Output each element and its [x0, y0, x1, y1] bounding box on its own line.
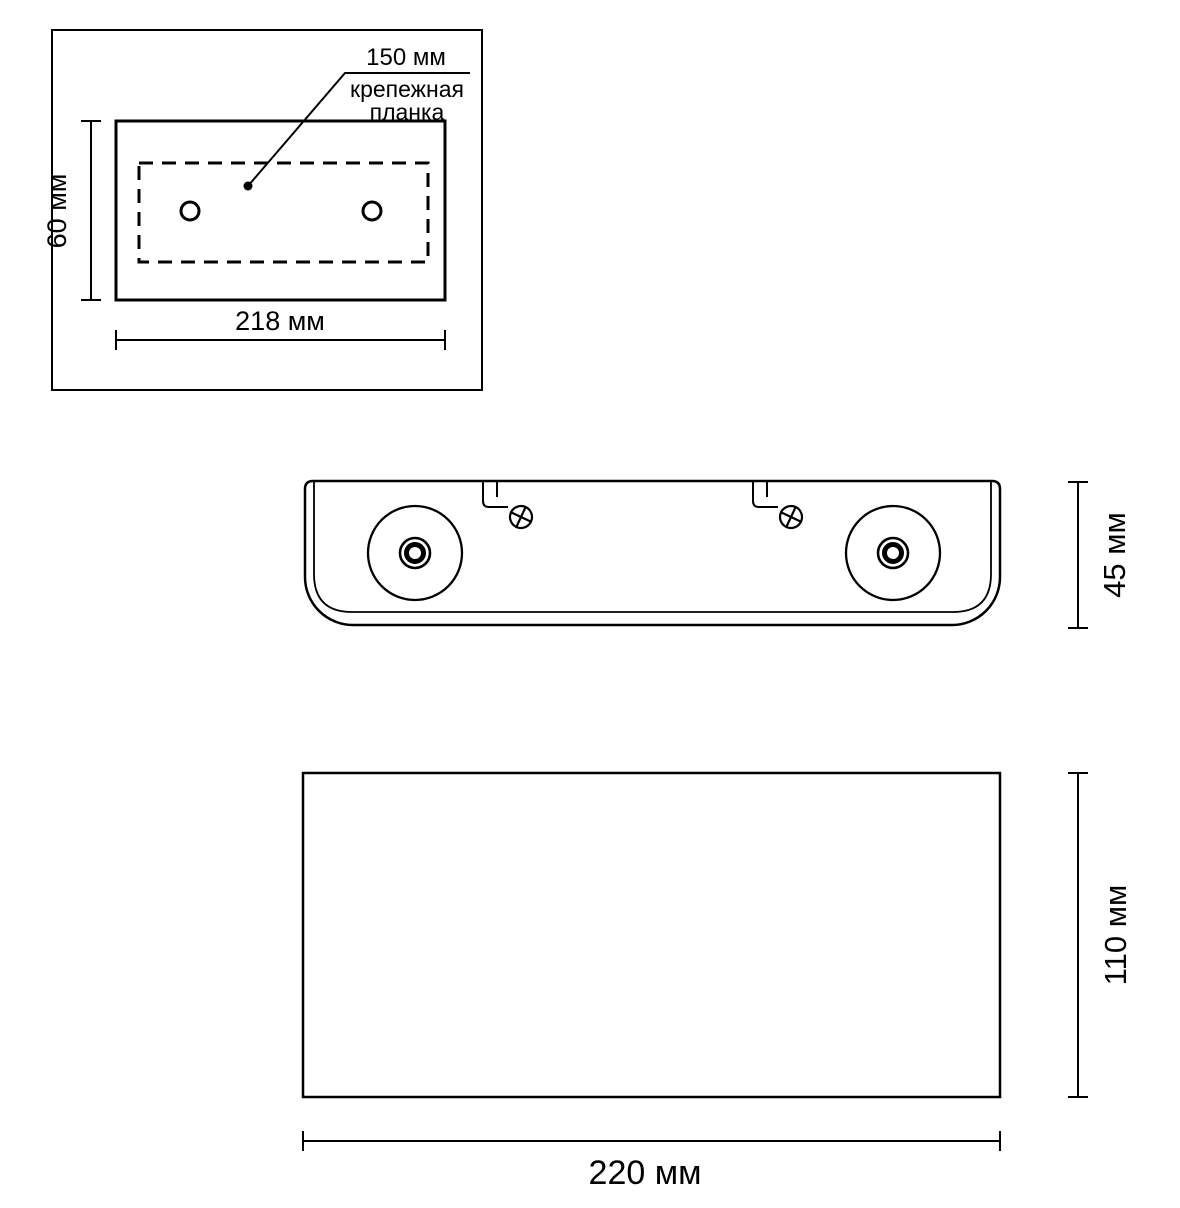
mounting-hole-right [361, 200, 383, 222]
mounting-hole-left [179, 200, 201, 222]
mount-tab-outline [482, 481, 508, 508]
lens-outer [844, 504, 942, 602]
mount-tab-left [482, 481, 508, 508]
screw-left [508, 504, 534, 530]
front-height-label: 110 мм [1098, 885, 1133, 986]
dimension-plate-height: 60 мм [42, 120, 101, 301]
screw-slot-icon [514, 505, 528, 529]
plate-callout: 150 мм крепежная планка [243, 44, 470, 191]
mount-tab-outline [752, 481, 778, 508]
hole-spacing-label: 150 мм [366, 44, 446, 71]
mounting-bracket-dashed-outline [137, 161, 430, 264]
light-element-left [366, 504, 464, 602]
screw-slot-icon [784, 505, 798, 529]
fixture-inner-wall [313, 481, 992, 613]
leader-line [247, 72, 470, 187]
plate-height-label: 60 мм [42, 174, 72, 249]
fixture-body-outline [303, 479, 1002, 627]
front-width-label: 220 мм [589, 1154, 702, 1192]
back-plate-outline [114, 119, 447, 302]
mounting-view: 150 мм крепежная планка 60 мм 218 мм [42, 29, 483, 391]
profile-view: 45 мм [303, 479, 1132, 629]
dimension-plate-width: 218 мм [115, 306, 446, 350]
lens-outer [366, 504, 464, 602]
lens-mid [398, 536, 432, 570]
dimension-front-height: 110 мм [1068, 772, 1133, 1098]
lens-center [882, 542, 904, 564]
lens-mid [876, 536, 910, 570]
front-body-outline [301, 771, 1002, 1099]
mounting-view-border [51, 29, 483, 391]
plate-width-label: 218 мм [235, 306, 325, 336]
light-element-right [844, 504, 942, 602]
plate-annotation-line1: крепежная [350, 76, 464, 102]
screw-right [778, 504, 804, 530]
lens-center [404, 542, 426, 564]
plate-annotation-line2: планка [370, 99, 445, 125]
dimension-profile-height: 45 мм [1068, 481, 1132, 629]
dimension-front-width: 220 мм [302, 1131, 1001, 1192]
profile-height-label: 45 мм [1097, 512, 1132, 598]
mount-tab-right [752, 481, 778, 508]
front-view: 110 мм 220 мм [301, 771, 1133, 1192]
